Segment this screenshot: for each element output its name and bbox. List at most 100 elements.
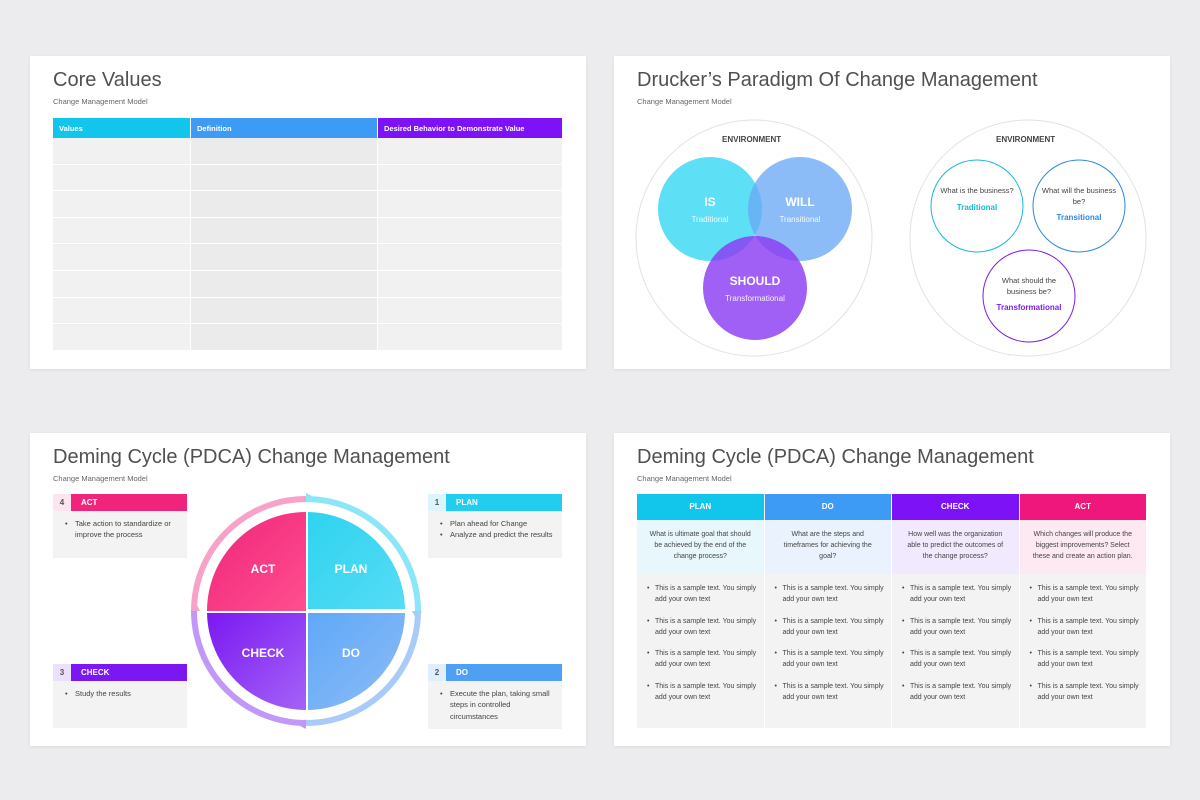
- table-row: [53, 270, 562, 298]
- quadrant-do: [308, 613, 405, 710]
- table-cell: [53, 297, 190, 325]
- slide-title: Deming Cycle (PDCA) Change Management: [53, 446, 450, 468]
- bullet: Study the results: [63, 688, 181, 700]
- environment-circle-left: [635, 119, 873, 357]
- step-name: CHECK: [71, 664, 187, 681]
- bullet: This is a sample text. You simply add yo…: [1030, 617, 1141, 639]
- column-header: CHECK: [892, 494, 1019, 520]
- column-question: How well was the organization able to pr…: [892, 520, 1019, 574]
- table-cell: [191, 270, 377, 298]
- pdca-box-act: 4 ACT Take action to standardize or impr…: [53, 494, 187, 558]
- arc-plan: [305, 496, 421, 612]
- slide-title: Drucker’s Paradigm Of Change Management: [637, 69, 1038, 91]
- slide-title: Core Values: [53, 69, 162, 91]
- venn-circle-will: [748, 157, 852, 261]
- column-body: This is a sample text. You simply add yo…: [892, 574, 1019, 728]
- bullet: This is a sample text. You simply add yo…: [902, 617, 1013, 639]
- bullet: This is a sample text. You simply add yo…: [1030, 584, 1141, 606]
- step-number: 3: [53, 664, 71, 681]
- arrow-head-icon: [306, 493, 312, 503]
- arrow-head-icon: [300, 719, 306, 729]
- pdca-box-plan: 1 PLAN Plan ahead for Change Analyze and…: [428, 494, 562, 558]
- environment-label: ENVIRONMENT: [722, 135, 782, 144]
- column-question: What are the steps and timeframes for ac…: [764, 520, 891, 574]
- column-header: ACT: [1019, 494, 1146, 520]
- quadrant-label-act: ACT: [250, 562, 276, 576]
- column-body: This is a sample text. You simply add yo…: [764, 574, 891, 728]
- venn-label-will: WILL Transitional: [779, 195, 821, 224]
- bullet: Execute the plan, taking small steps in …: [438, 688, 556, 722]
- table-cell: [53, 191, 190, 218]
- bullet: This is a sample text. You simply add yo…: [775, 649, 886, 671]
- slide-deming-cycle-wheel: Deming Cycle (PDCA) Change Management Ch…: [30, 433, 586, 746]
- step-name: ACT: [71, 494, 187, 511]
- step-number: 1: [428, 494, 446, 511]
- arc-do: [305, 610, 421, 726]
- column-header: DO: [764, 494, 891, 520]
- table-cell: [378, 138, 562, 165]
- table-cell: [53, 324, 190, 351]
- ring-transitional: [1032, 159, 1126, 253]
- table-cell: [191, 138, 377, 165]
- column-header: PLAN: [637, 494, 764, 520]
- pdca-box-do: 2 DO Execute the plan, taking small step…: [428, 664, 562, 729]
- bullet: This is a sample text. You simply add yo…: [902, 649, 1013, 671]
- bullet: This is a sample text. You simply add yo…: [902, 584, 1013, 606]
- slide-drucker-paradigm: Drucker’s Paradigm Of Change Management …: [614, 56, 1170, 369]
- column-header-behavior: Desired Behavior to Demonstrate Value: [378, 118, 562, 138]
- drucker-diagram: [635, 119, 1147, 357]
- bullet: Analyze and predict the results: [438, 529, 556, 541]
- table-row: [53, 297, 562, 325]
- bullet: This is a sample text. You simply add yo…: [902, 682, 1013, 704]
- bullet: This is a sample text. You simply add yo…: [775, 617, 886, 639]
- arrow-head-icon: [412, 611, 422, 617]
- column-question: What is ultimate goal that should be ach…: [637, 520, 764, 574]
- slide-subtitle: Change Management Model: [637, 97, 732, 106]
- table-row: [53, 191, 562, 218]
- step-name: PLAN: [446, 494, 562, 511]
- bullet: This is a sample text. You simply add yo…: [647, 649, 758, 671]
- bullet: Take action to standardize or improve th…: [63, 518, 181, 541]
- table-cell: [378, 164, 562, 192]
- slide-subtitle: Change Management Model: [637, 474, 732, 483]
- bullet: This is a sample text. You simply add yo…: [775, 584, 886, 606]
- ring-label-traditional: What is the business? Traditional: [940, 186, 1014, 212]
- slide-title: Deming Cycle (PDCA) Change Management: [637, 446, 1034, 468]
- table-cell: [378, 217, 562, 245]
- step-number: 4: [53, 494, 71, 511]
- arc-act: [191, 496, 307, 612]
- bullet: This is a sample text. You simply add yo…: [647, 617, 758, 639]
- quadrant-label-plan: PLAN: [334, 562, 368, 576]
- table-row: [53, 217, 562, 245]
- environment-label: ENVIRONMENT: [996, 135, 1056, 144]
- step-name: DO: [446, 664, 562, 681]
- table-row: [53, 324, 562, 351]
- pdca-wheel: [190, 493, 422, 729]
- ring-label-transitional: What will the business be? Transitional: [1041, 186, 1117, 222]
- bullet: This is a sample text. You simply add yo…: [1030, 649, 1141, 671]
- bullet: Plan ahead for Change: [438, 518, 556, 530]
- table-cell: [191, 244, 377, 271]
- ring-traditional: [930, 159, 1024, 253]
- venn-label-should: SHOULD Transformational: [725, 274, 785, 303]
- bullet: This is a sample text. You simply add yo…: [775, 682, 886, 704]
- column-body: This is a sample text. You simply add yo…: [1019, 574, 1146, 728]
- table-cell: [378, 191, 562, 218]
- table-row: [53, 164, 562, 192]
- quadrant-act: [207, 512, 306, 611]
- ring-label-transformational: What should the business be? Transformat…: [996, 276, 1062, 312]
- pdca-box-check: 3 CHECK Study the results: [53, 664, 187, 728]
- arrow-head-icon: [190, 605, 200, 611]
- table-cell: [378, 297, 562, 325]
- table-cell: [191, 191, 377, 218]
- quadrant-check: [207, 613, 306, 710]
- slide-core-values: Core Values Change Management Model Valu…: [30, 56, 586, 369]
- bullet: This is a sample text. You simply add yo…: [647, 682, 758, 704]
- table-cell: [53, 217, 190, 245]
- venn-circle-should: [703, 236, 807, 340]
- table-cell: [53, 138, 190, 165]
